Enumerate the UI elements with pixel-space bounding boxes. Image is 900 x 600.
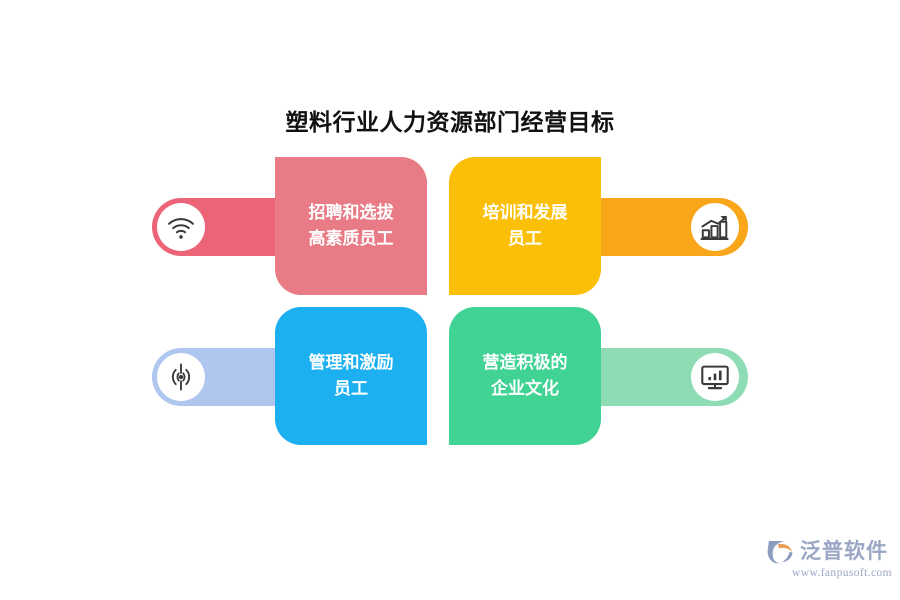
watermark-brand: 泛普软件 <box>800 540 888 563</box>
broadcast-signal-icon-disc <box>157 353 205 401</box>
bar-chart-growth-icon-disc <box>691 203 739 251</box>
card-culture[interactable]: 营造积极的企业文化 <box>449 307 601 445</box>
card-management[interactable]: 管理和激励员工 <box>275 307 427 445</box>
card-culture-label: 营造积极的企业文化 <box>482 353 568 398</box>
fanpu-logo-mark-icon <box>767 541 793 564</box>
wifi-icon <box>168 218 194 239</box>
watermark-logo: 泛普软件 www.fanpusoft.com <box>766 538 892 586</box>
page-title: 塑料行业人力资源部门经营目标 <box>285 109 615 135</box>
monitor-chart-icon-disc <box>691 353 739 401</box>
wifi-icon-disc <box>157 203 205 251</box>
watermark-url: www.fanpusoft.com <box>792 567 892 579</box>
card-management-label: 管理和激励员工 <box>308 353 394 398</box>
card-recruitment-label: 招聘和选拔高素质员工 <box>308 203 394 248</box>
watermark-row: 泛普软件 <box>766 538 892 566</box>
card-recruitment[interactable]: 招聘和选拔高素质员工 <box>275 157 427 295</box>
monitor-chart-icon <box>701 365 729 390</box>
bar-chart-growth-icon <box>700 215 729 241</box>
card-training[interactable]: 培训和发展员工 <box>449 157 601 295</box>
card-training-label: 培训和发展员工 <box>482 203 568 248</box>
broadcast-signal-icon <box>171 363 191 391</box>
